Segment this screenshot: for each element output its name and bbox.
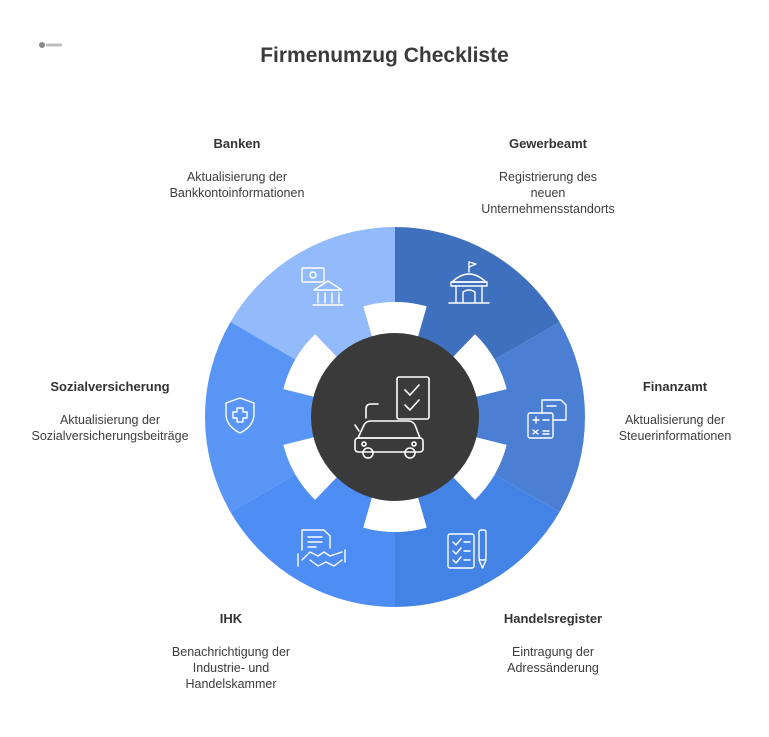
description-line: Industrie- und — [192, 661, 270, 675]
connector-finanzamt — [472, 388, 511, 446]
label-finanzamt: Finanzamt Aktualisierung der Steuerinfor… — [565, 379, 769, 444]
center-hub — [311, 333, 479, 501]
page-title: Firmenumzug Checkliste — [260, 44, 509, 67]
description-line: Handelskammer — [185, 677, 277, 691]
label-description: Aktualisierung der Bankkontoinformatione… — [127, 169, 347, 201]
label-handelsregister: Handelsregister Eintragung der Adressänd… — [443, 611, 663, 676]
label-description: Eintragung der Adressänderung — [443, 644, 663, 676]
description-line: Aktualisierung der — [624, 413, 726, 427]
label-description: Aktualisierung der Steuerinformationen — [565, 412, 769, 444]
description-line: Adressänderung — [507, 661, 599, 675]
label-title: Banken — [213, 136, 261, 151]
label-sozialversicherung: Sozialversicherung Aktualisierung der So… — [0, 379, 220, 444]
segment-handelsregister — [395, 474, 560, 607]
description-line: Benachrichtigung der — [171, 645, 291, 659]
connector-gewerbeamt — [417, 305, 476, 360]
label-title: Gewerbeamt — [508, 136, 588, 151]
description-line: neuen — [530, 186, 566, 200]
connector-banken — [314, 305, 373, 360]
moving-truck-checklist-icon — [354, 376, 430, 459]
shield-cross-icon — [225, 397, 255, 434]
calculator-documents-icon — [527, 399, 567, 439]
segment-ihk — [230, 474, 395, 607]
label-description: Aktualisierung der Sozialversicherungsbe… — [0, 412, 220, 444]
segment-banken — [230, 227, 395, 360]
description-line: Sozialversicherungsbeiträge — [31, 429, 189, 443]
connector-sozialversicherung — [279, 388, 318, 446]
label-description: Benachrichtigung der Industrie- und Hand… — [121, 644, 341, 692]
label-ihk: IHK Benachrichtigung der Industrie- und … — [121, 611, 341, 692]
checklist-pen-icon — [447, 529, 487, 569]
label-title: Sozialversicherung — [50, 379, 170, 394]
connector-handelsregister — [417, 474, 476, 529]
description-line: Aktualisierung der — [186, 170, 288, 184]
description-line: Steuerinformationen — [618, 429, 732, 443]
description-line: Bankkontoinformationen — [169, 186, 305, 200]
bank-money-icon — [301, 267, 344, 306]
brand-logo-icon — [39, 42, 62, 48]
segment-gewerbeamt — [395, 227, 560, 360]
description-line: Aktualisierung der — [59, 413, 161, 427]
description-line: Registrierung des — [499, 170, 597, 184]
label-title: IHK — [219, 611, 243, 626]
label-title: Finanzamt — [642, 379, 708, 394]
government-building-icon — [448, 261, 490, 304]
label-gewerbeamt: Gewerbeamt Registrierung des neuen Unter… — [438, 136, 658, 217]
label-title: Handelsregister — [503, 611, 603, 626]
label-description: Registrierung des neuen Unternehmensstan… — [438, 169, 658, 217]
contract-handshake-icon — [297, 529, 346, 567]
segment-finanzamt — [494, 322, 585, 512]
connector-ihk — [314, 474, 373, 529]
description-line: Unternehmensstandorts — [481, 202, 615, 216]
description-line: Eintragung der — [511, 645, 594, 659]
label-banken: Banken Aktualisierung der Bankkontoinfor… — [127, 136, 347, 201]
segment-sozialversicherung — [205, 322, 296, 512]
